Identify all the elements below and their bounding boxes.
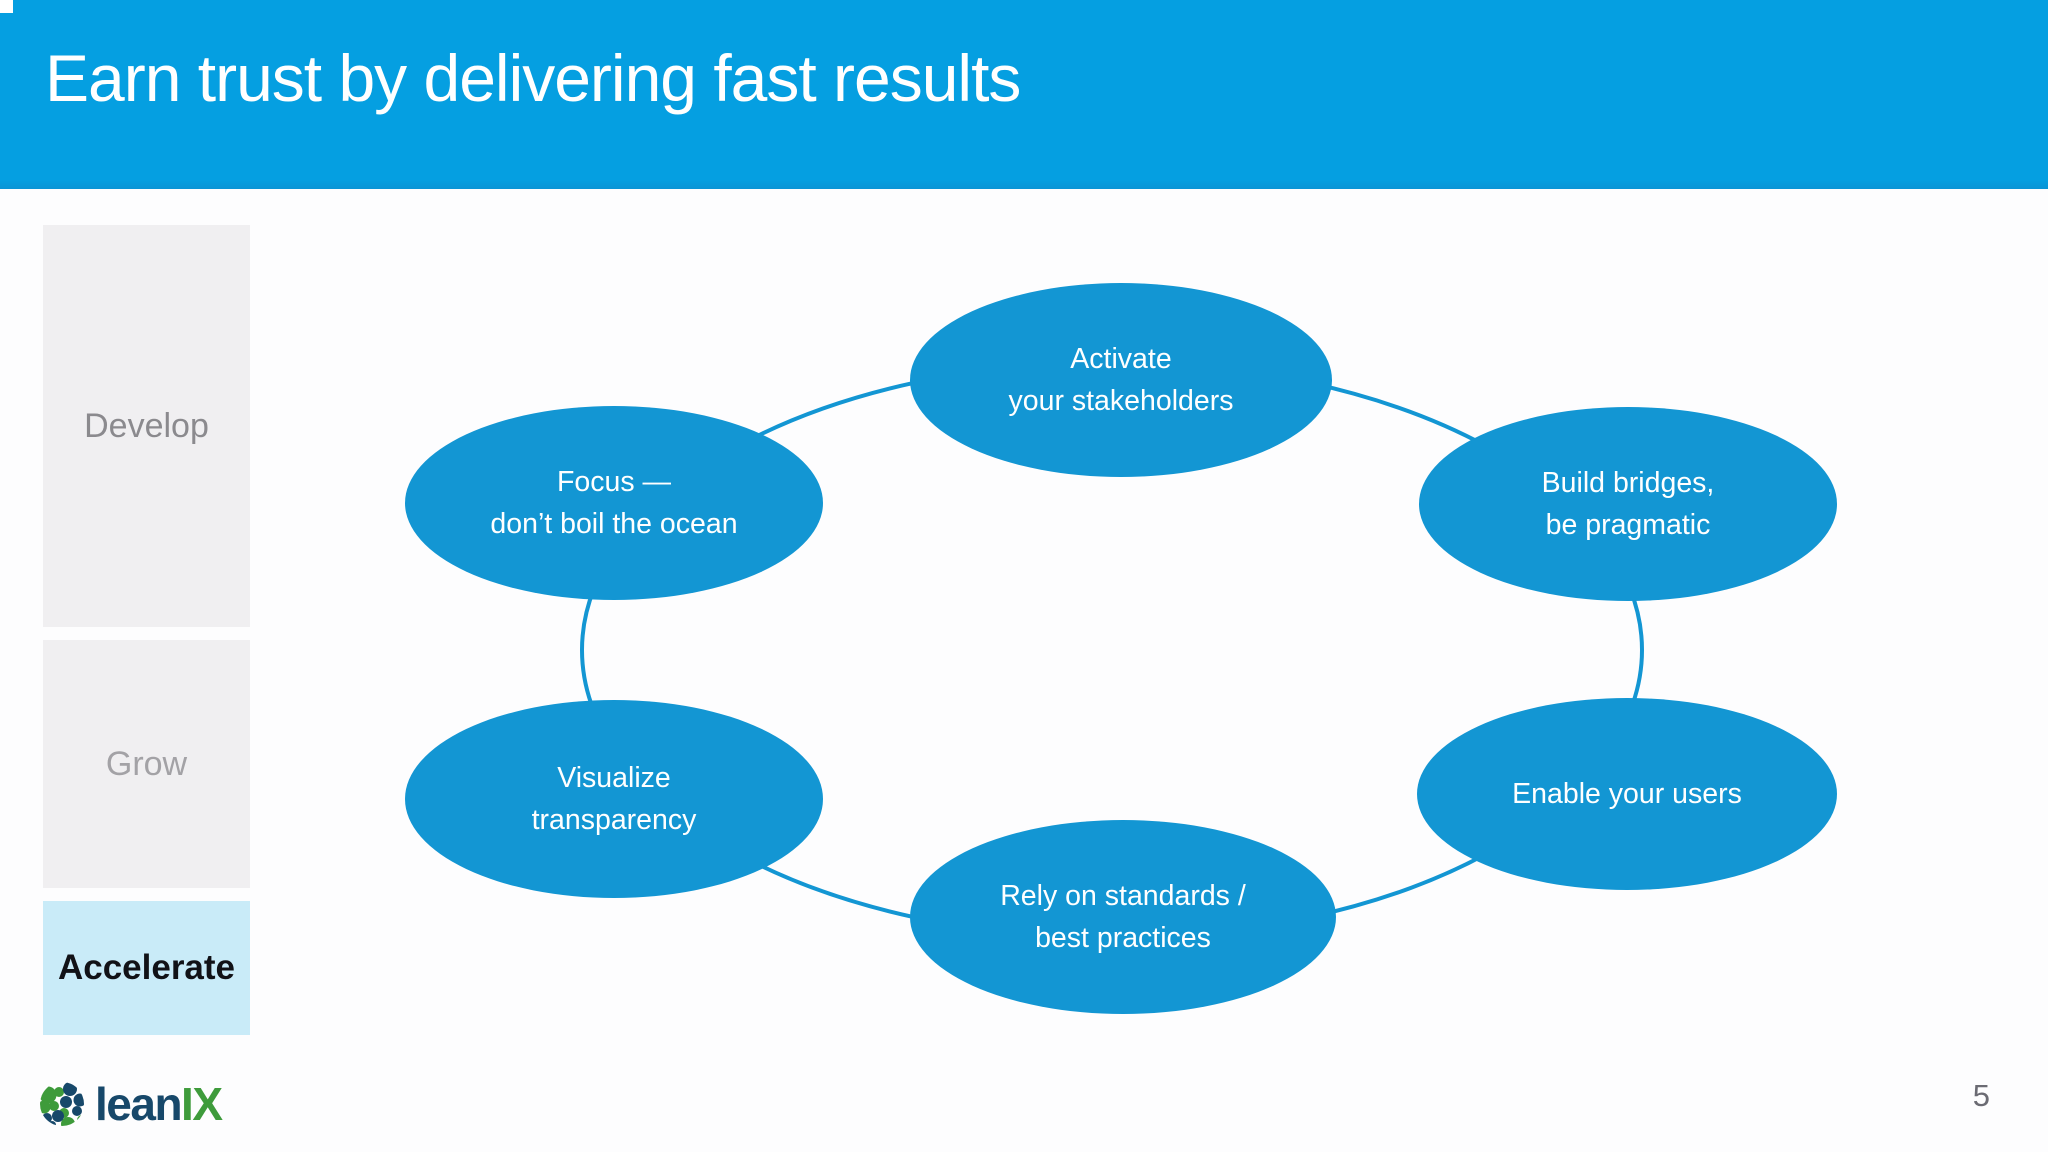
- sidebar-item-label: Grow: [105, 744, 188, 783]
- node-label-line: be pragmatic: [1545, 509, 1711, 541]
- node-label-line: Enable your users: [1512, 778, 1742, 810]
- logo-text-lean: lean: [95, 1078, 183, 1130]
- leanix-globe-icon: [40, 1082, 84, 1126]
- node-label-line: Visualize: [557, 762, 671, 794]
- node-ellipse-visualize: [405, 700, 823, 898]
- corner-notch: [0, 0, 13, 13]
- node-label-line: your stakeholders: [1008, 385, 1234, 417]
- node-ellipse-rely: [910, 820, 1336, 1014]
- sidebar-item-label: Accelerate: [57, 948, 236, 987]
- sidebar-item-label: Develop: [84, 406, 209, 445]
- node-label-line: Activate: [1070, 343, 1172, 375]
- node-label-line: Rely on standards /: [1000, 880, 1246, 912]
- node-label-build: Build bridges, be pragmatic: [1418, 462, 1838, 546]
- node-label-line: Build bridges,: [1541, 467, 1715, 499]
- node-label-rely: Rely on standards / best practices: [913, 875, 1333, 959]
- node-label-enable: Enable your users: [1417, 752, 1837, 836]
- logo-wordmark: leanIX: [95, 1078, 223, 1130]
- node-label-line: transparency: [531, 804, 697, 836]
- leanix-logo: leanIX: [38, 1078, 223, 1130]
- logo-text-ix: IX: [181, 1078, 223, 1130]
- node-label-visualize: Visualize transparency: [404, 757, 824, 841]
- node-label-line: Focus —: [556, 466, 672, 498]
- node-label-line: best practices: [1035, 922, 1211, 954]
- node-label-activate: Activate your stakeholders: [911, 338, 1331, 422]
- slide-title: Earn trust by delivering fast results: [45, 41, 1021, 115]
- node-ellipse-build: [1419, 407, 1837, 601]
- node-ellipse-activate: [910, 283, 1332, 477]
- slide-header: Earn trust by delivering fast results: [0, 0, 2048, 189]
- node-ellipse-focus: [405, 406, 823, 600]
- sidebar-item-accelerate-active: Accelerate: [43, 901, 250, 1035]
- page-number: 5: [1972, 1078, 1990, 1113]
- sidebar-item-develop: Develop: [43, 225, 250, 627]
- sidebar-item-grow: Grow: [43, 640, 250, 888]
- node-label-line: don’t boil the ocean: [490, 508, 738, 540]
- node-label-focus: Focus — don’t boil the ocean: [404, 461, 824, 545]
- node-ellipse-enable: [1417, 698, 1837, 890]
